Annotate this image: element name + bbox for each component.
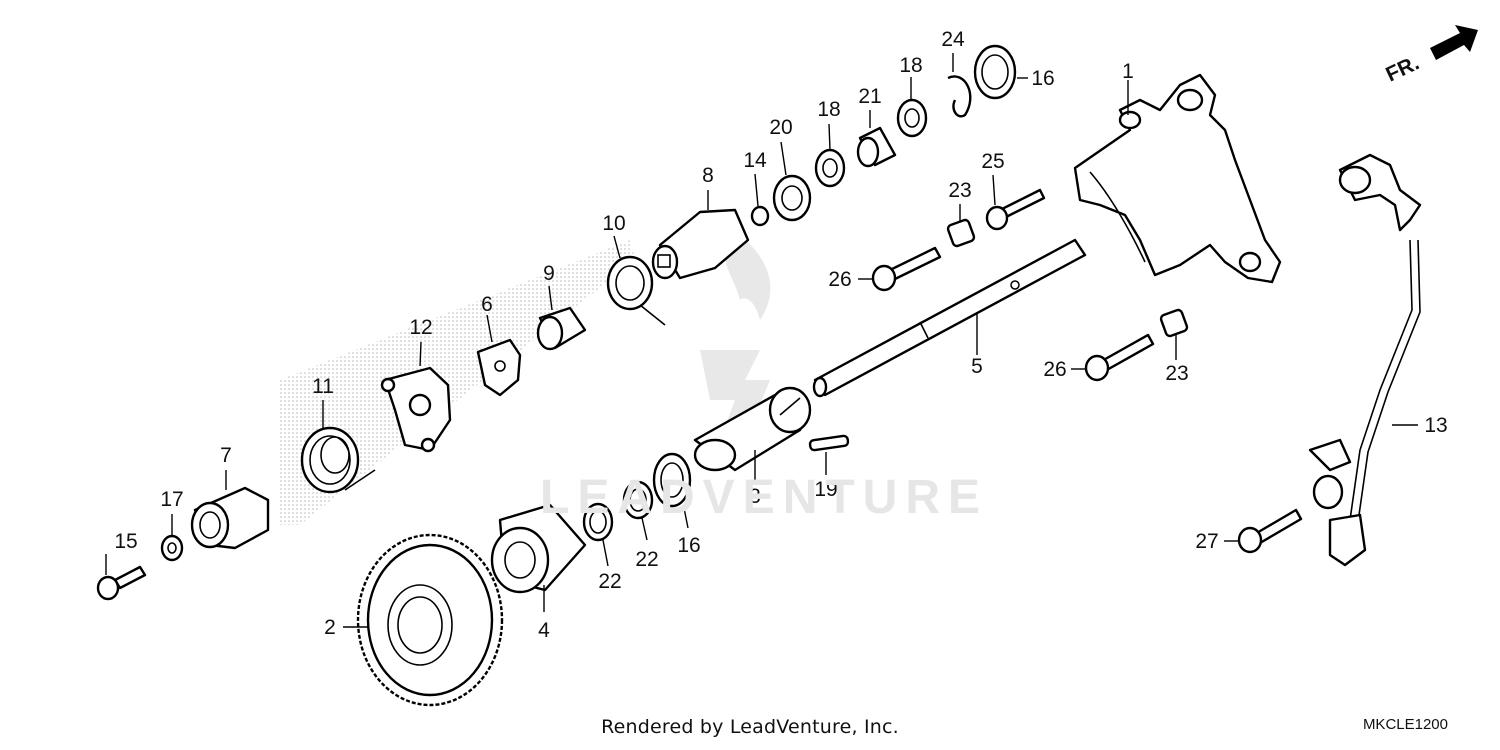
part-25-bolt [985, 188, 1046, 231]
part-8-cam [651, 208, 750, 280]
part-18-washer-a [814, 148, 846, 188]
leader-lines [105, 53, 1418, 628]
callout-4: 4 [538, 619, 550, 642]
callout-22-a: 22 [598, 570, 621, 593]
front-direction-label: FR. [1382, 51, 1422, 86]
callout-3: 3 [749, 485, 761, 508]
part-11-spring [300, 426, 376, 494]
callout-21: 21 [858, 85, 881, 108]
part-10-spring [606, 255, 666, 326]
part-13-shift-link [1308, 153, 1422, 567]
callout-25: 25 [981, 150, 1004, 173]
callout-10: 10 [602, 212, 625, 235]
callout-12: 12 [409, 316, 432, 339]
part-16-washer-lower [652, 452, 692, 508]
callout-5: 5 [971, 355, 983, 378]
part-24-circlip [947, 75, 972, 118]
callout-22-b: 22 [635, 548, 658, 571]
callout-24: 24 [941, 28, 965, 51]
part-20-seal [772, 174, 812, 222]
part-12-ratchet-plate [380, 366, 452, 453]
callout-15: 15 [114, 530, 137, 553]
watermark-text: LEADVENTURE [540, 471, 989, 524]
part-23-dowel-lower [1159, 308, 1189, 338]
part-18-washer-b [896, 98, 928, 138]
part-21-bearing [856, 126, 897, 168]
callout-labels: 1 2 3 4 5 6 7 8 9 10 11 12 13 14 15 16 1… [114, 28, 1447, 642]
part-17-washer [160, 534, 184, 562]
part-27-bolt [1237, 508, 1303, 554]
part-5-shaft [812, 238, 1087, 398]
part-22-bearing-a [582, 502, 614, 542]
callout-23-upper: 23 [948, 179, 971, 202]
callout-18-b: 18 [899, 54, 922, 77]
part-7-collar [190, 486, 270, 550]
callout-2: 2 [324, 616, 336, 639]
part-6-plate [476, 338, 522, 397]
part-26-bolt-lower [1084, 333, 1155, 382]
callout-1: 1 [1122, 60, 1134, 83]
render-credit: Rendered by LeadVenture, Inc. [601, 716, 899, 738]
callout-8: 8 [702, 164, 714, 187]
part-14-washer [750, 205, 770, 227]
callout-26-lower: 26 [1043, 358, 1066, 381]
part-23-dowel-upper [946, 218, 976, 248]
shading-band [280, 240, 635, 525]
callout-23-lower: 23 [1165, 362, 1188, 385]
callout-27: 27 [1195, 530, 1218, 553]
callout-17: 17 [160, 488, 183, 511]
callout-14: 14 [743, 149, 767, 172]
callout-16-lower: 16 [677, 534, 700, 557]
diagram-code: MKCLE1200 [1362, 716, 1448, 733]
callout-18-a: 18 [817, 98, 840, 121]
part-19-pin [808, 434, 850, 452]
callout-7: 7 [220, 444, 232, 467]
part-3-sleeve [693, 386, 812, 472]
part-16-washer-upper [973, 44, 1017, 100]
callout-20: 20 [769, 116, 792, 139]
callout-13: 13 [1424, 414, 1447, 437]
part-22-bearing-b [622, 480, 654, 520]
callout-26-upper: 26 [828, 268, 851, 291]
callout-6: 6 [481, 293, 493, 316]
callout-9: 9 [543, 262, 555, 285]
part-15-bolt [96, 565, 147, 601]
callout-11: 11 [312, 375, 334, 398]
part-1-shift-arm [1073, 73, 1282, 284]
front-direction-arrow: FR. [1382, 25, 1478, 87]
callout-19: 19 [814, 478, 837, 501]
part-9-bushing [536, 306, 587, 351]
part-26-bolt-upper [871, 246, 942, 292]
part-4-drum [490, 503, 587, 594]
part-2-gear [356, 533, 504, 707]
callout-16-upper: 16 [1031, 67, 1054, 90]
